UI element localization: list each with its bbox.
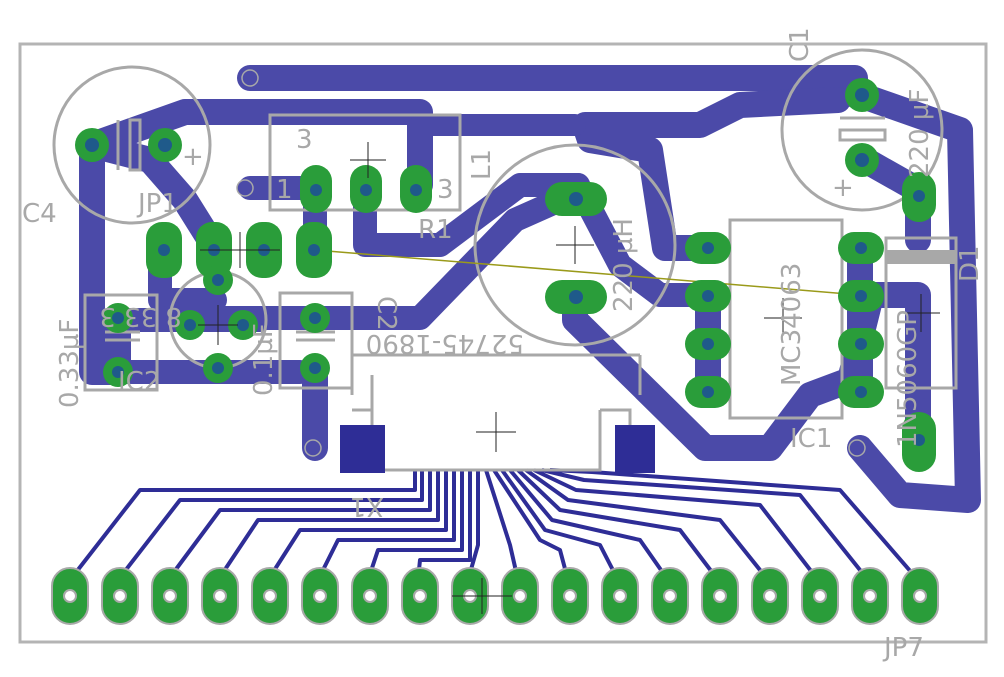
jp7-pads xyxy=(51,567,939,625)
label-ic2: IC2 xyxy=(118,367,160,397)
d1-box xyxy=(884,236,958,390)
label-c1: C1 xyxy=(785,27,815,62)
label-c1-value: 220 µF xyxy=(905,89,935,178)
trace-right-loop xyxy=(847,82,981,513)
label-ic1-value: MC34063 xyxy=(777,263,807,386)
polarity-marks: + + xyxy=(182,142,854,203)
trace-l1-ic xyxy=(353,173,590,257)
label-c2-value: 0.1µF xyxy=(249,323,279,396)
c1-plus: + xyxy=(832,173,854,203)
label-c033: 0.33µF xyxy=(55,319,85,408)
x1-outline xyxy=(350,353,642,472)
board-outline xyxy=(18,42,988,644)
label-l1-pin1: 1 xyxy=(276,175,293,205)
ic2-box xyxy=(83,293,159,392)
label-l1-pin3: 3 xyxy=(296,125,313,155)
label-c2: C2 xyxy=(371,296,401,331)
trace-c1-l1 xyxy=(572,87,851,261)
trace-c4-ic2 xyxy=(79,132,223,253)
label-l1-value: 220 µH xyxy=(609,218,639,312)
trace-l1-ic1 xyxy=(566,173,720,307)
jp7-drills xyxy=(63,589,927,603)
label-d1: D1 xyxy=(955,245,985,282)
c4-plus: + xyxy=(182,142,204,172)
label-52745: 52745-1890 xyxy=(366,328,524,358)
crosshairs xyxy=(198,142,940,614)
silkscreen-labels: C1 220 µF C4 JP1 R1 3 1 3 L1 220 µH IC2 … xyxy=(22,27,985,663)
airwire xyxy=(314,249,861,296)
label-ic2-value: 8 33 3 xyxy=(99,301,182,331)
c1-symbol xyxy=(838,116,887,142)
label-jp1: JP1 xyxy=(136,189,178,219)
trace-mid xyxy=(153,188,572,330)
label-l1-pin3b: 3 xyxy=(437,175,454,205)
label-ic1: IC1 xyxy=(790,424,832,454)
vias xyxy=(236,69,866,457)
c2-box xyxy=(278,291,354,390)
c1-outline xyxy=(780,48,944,212)
label-c4: C4 xyxy=(22,199,57,229)
label-x1: X1 xyxy=(350,491,384,521)
label-l1: L1 xyxy=(467,149,497,180)
pads xyxy=(51,69,939,625)
l1-outline xyxy=(473,143,677,347)
label-r1: R1 xyxy=(418,215,453,245)
x1-tabs xyxy=(340,425,655,473)
x1-fanout-traces xyxy=(68,468,920,582)
d1-band xyxy=(886,250,956,264)
small-cap-symbols xyxy=(105,330,335,342)
ic1-box xyxy=(728,218,844,420)
c4-symbol xyxy=(116,118,142,172)
c4-outline xyxy=(52,65,212,225)
label-d1-value: 1N5060GP xyxy=(893,310,923,448)
label-jp7: JP7 xyxy=(882,633,924,663)
